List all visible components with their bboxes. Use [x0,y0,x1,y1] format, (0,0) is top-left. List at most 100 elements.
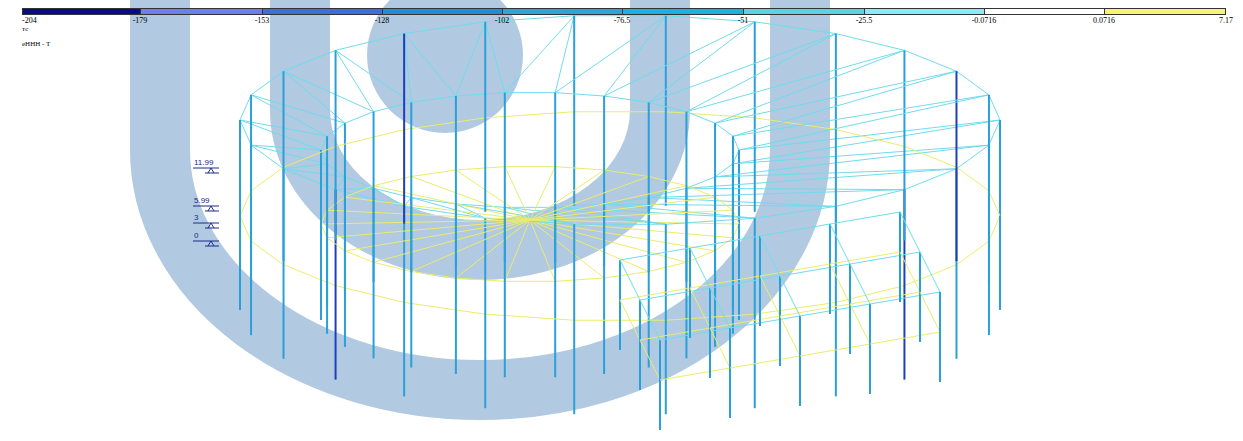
frame-member [205,228,219,229]
frame-member [956,241,988,265]
frame-member [404,22,485,34]
frame-member [208,241,211,246]
frame-member [620,248,690,260]
legend-value: -179 [133,16,148,25]
frame-member [193,168,219,169]
frame-member [988,95,990,285]
frame-member [689,248,691,338]
frame-member [345,186,374,197]
frame-member [640,328,710,340]
frame-member [920,252,940,292]
frame-member [404,34,411,103]
frame-member [336,34,405,51]
frame-member [240,95,251,120]
frame-member [321,220,530,224]
frame-member [755,118,836,130]
frame-member [836,130,905,147]
frame-member [484,218,486,408]
frame-member [208,206,211,211]
frame-member [411,96,456,102]
frame-member [530,210,733,220]
frame-member [554,93,556,263]
frame-member [800,304,870,316]
frame-member [690,236,760,248]
level-mark: 5.99 [194,196,210,205]
frame-member [733,120,1000,164]
legend-value: -204 [22,16,37,25]
frame-member [604,22,755,96]
frame-member [374,262,412,271]
frame-member [850,292,920,304]
frame-member [780,316,800,356]
legend-value: -51 [738,16,749,25]
frame-member [574,111,666,112]
frame-member [686,169,956,188]
legend-swatch [622,8,744,15]
frame-member [620,288,690,300]
frame-member [604,170,649,176]
frame-member [505,167,530,220]
frame-member [715,238,733,251]
frame-member [956,71,988,95]
frame-member [505,16,574,93]
frame-member [754,218,756,408]
frame-member [800,344,870,356]
frame-member [755,22,836,34]
frame-member [283,71,285,261]
legend-value: -25.5 [856,16,873,25]
frame-member [666,218,755,224]
frame-member [830,224,850,264]
frame-member [648,102,650,272]
frame-member [830,252,900,264]
frame-member [404,302,485,314]
frame-member [345,112,374,123]
frame-member [240,191,251,216]
frame-member [715,71,956,123]
frame-member [649,34,836,103]
level-mark: 3 [194,213,198,222]
frame-member [193,241,219,242]
frame-member [530,220,604,278]
frame-member [335,50,337,240]
frame-member [373,112,375,282]
frame-member [284,71,374,112]
legend-swatch [984,8,1105,15]
frame-member [250,95,252,285]
frame-member [620,300,640,340]
frame-member [555,16,666,93]
legend-value: -128 [375,16,390,25]
frame-member [733,145,989,164]
frame-member [730,356,800,368]
frame-member [899,212,901,302]
frame-member [760,236,780,276]
frame-member [336,50,412,102]
frame-member [251,71,283,95]
frame-member [686,112,715,123]
frame-member [485,112,574,118]
frame-member [345,177,374,188]
frame-member [715,123,733,136]
legend-swatch [1104,8,1226,15]
frame-member [604,204,836,206]
frame-member [193,223,219,224]
legend-swatch [382,8,503,15]
frame-member [211,168,214,173]
frame-member [715,197,733,210]
frame-member [404,34,456,96]
frame-member [690,288,710,328]
frame-member [738,150,740,320]
frame-member [710,276,780,288]
frame-member [374,176,412,185]
frame-member [205,173,219,174]
frame-member [211,241,214,246]
frame-member [320,150,322,320]
frame-member [485,314,574,320]
frame-member [870,292,940,304]
frame-member [709,288,711,378]
frame-member [686,34,835,112]
frame-member [760,264,830,276]
legend-swatch [22,8,141,15]
frame-member [505,281,555,282]
frame-member [939,292,941,382]
